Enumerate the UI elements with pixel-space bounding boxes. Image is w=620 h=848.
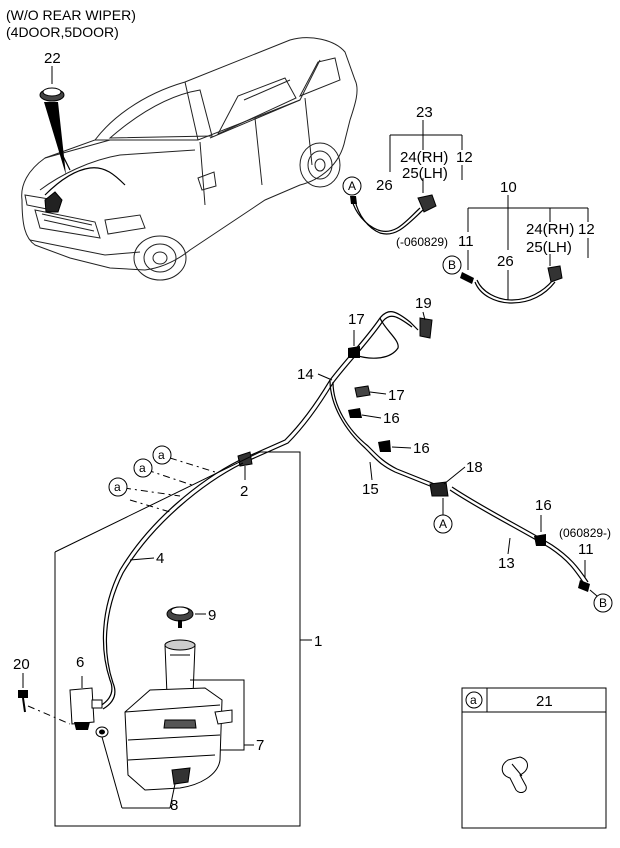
label-9: 9	[208, 607, 216, 624]
marker-A-bottom	[433, 514, 453, 534]
marker-a-2	[133, 458, 153, 478]
label-4: 4	[156, 550, 164, 567]
reservoir-group-box	[54, 451, 312, 827]
label-6: 6	[76, 654, 84, 671]
hose-4	[99, 459, 241, 707]
label-11-bottom: 11	[578, 541, 594, 558]
label-12-top: 12	[456, 149, 473, 166]
label-23: 23	[416, 104, 433, 121]
label-14: 14	[297, 366, 314, 383]
label-11-top: 11	[458, 233, 474, 250]
part-7-reservoir-tank	[124, 639, 233, 791]
marker-a-3	[108, 477, 128, 497]
label-25-lh-right: 25(LH)	[526, 239, 572, 256]
marker-a-1	[152, 445, 172, 465]
marker-A-top	[342, 176, 362, 196]
label-15: 15	[362, 481, 379, 498]
label-24-rh-right: 24(RH)	[526, 221, 574, 238]
label-17-top: 17	[348, 311, 365, 328]
label-8: 8	[170, 797, 178, 814]
part-9-cap	[166, 606, 194, 628]
marker-a-1-text: a	[158, 448, 165, 462]
nozzle-assembly-10	[460, 195, 589, 304]
label-13: 13	[498, 555, 515, 572]
label-17-middle: 17	[388, 387, 405, 404]
legend-marker-a	[465, 691, 483, 709]
hose-routing-middle	[237, 311, 590, 592]
marker-B-top-text: B	[448, 258, 456, 272]
label-7: 7	[256, 737, 264, 754]
label-1: 1	[314, 633, 322, 650]
marker-B-bottom-text: B	[599, 596, 607, 610]
label-26-top: 26	[376, 177, 393, 194]
legend-marker-a-text: a	[470, 693, 477, 707]
label-21: 21	[536, 693, 553, 710]
label-24-rh-top: 24(RH)	[400, 149, 448, 166]
marker-A-bottom-text: A	[439, 517, 447, 531]
date-before-label: (-060829)	[396, 235, 448, 249]
label-16-b: 16	[413, 440, 430, 457]
part-20-bolt	[18, 673, 71, 725]
label-26-right: 26	[497, 253, 514, 270]
nozzle-assembly-23	[350, 120, 463, 235]
marker-a-3-text: a	[114, 480, 121, 494]
label-19: 19	[415, 295, 432, 312]
header-line-2: (4DOOR,5DOOR)	[6, 24, 119, 40]
label-2: 2	[240, 483, 248, 500]
marker-a-2-text: a	[139, 461, 146, 475]
part-8-grommet	[95, 726, 176, 809]
label-25-lh-top: 25(LH)	[402, 165, 448, 182]
label-18: 18	[466, 459, 483, 476]
label-16-a: 16	[383, 410, 400, 427]
marker-B-bottom	[593, 593, 613, 613]
marker-A-top-text: A	[348, 179, 356, 193]
date-after-label: (060829-)	[559, 526, 611, 540]
label-10: 10	[500, 179, 517, 196]
car-illustration	[21, 37, 358, 281]
label-16-c: 16	[535, 497, 552, 514]
label-20: 20	[13, 656, 30, 673]
label-12-right: 12	[578, 221, 595, 238]
header-line-1: (W/O REAR WIPER)	[6, 7, 136, 23]
part-6-pump	[69, 676, 103, 730]
legend-box-21	[461, 687, 607, 829]
part-22-grommet	[39, 87, 66, 175]
label-22: 22	[44, 50, 61, 67]
marker-B-top	[442, 255, 462, 275]
